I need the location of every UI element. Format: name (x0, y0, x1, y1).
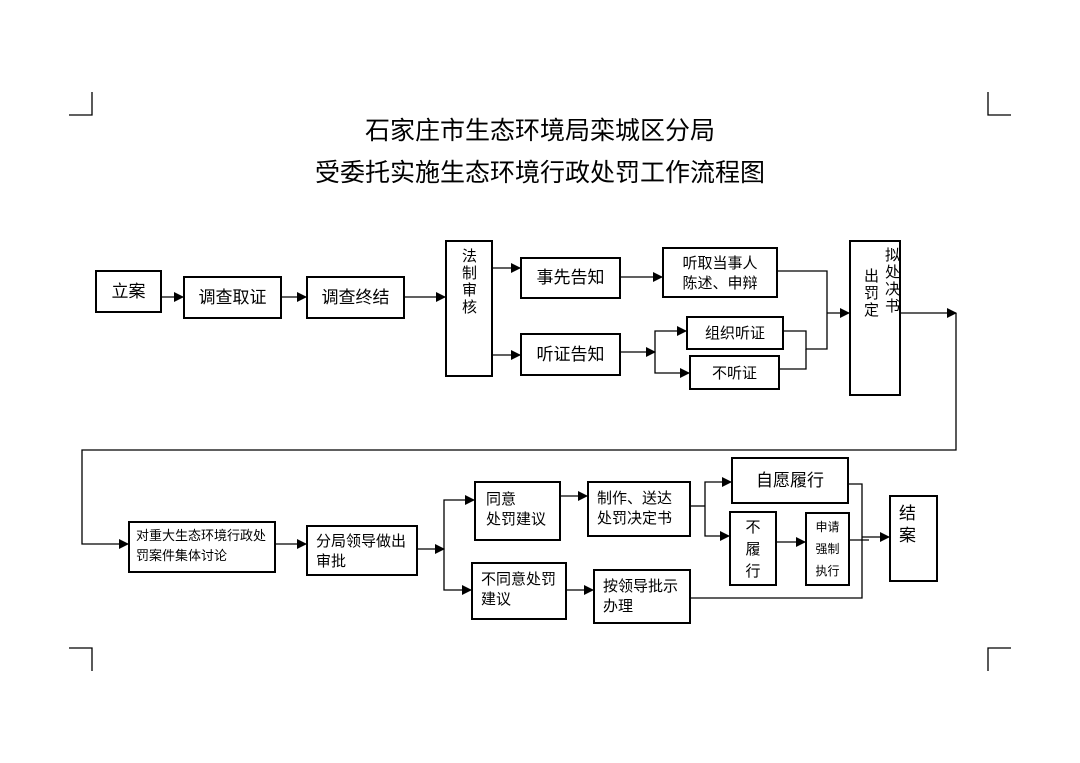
node-agree: 同意 处罚建议 (474, 481, 561, 541)
node-leader-approval: 分局领导做出 审批 (306, 525, 418, 576)
node-investigate: 调查取证 (183, 276, 282, 319)
legal-review-text: 法制审核 (460, 248, 478, 316)
node-legal-review: 法制审核 (445, 240, 493, 377)
title-line-1: 石家庄市生态环境局栾城区分局 (364, 116, 715, 145)
node-filing: 立案 (95, 270, 162, 313)
node-no-hearing: 不听证 (689, 355, 780, 390)
node-disagree: 不同意处罚 建议 (471, 562, 567, 620)
draft-penalty-col-2: 拟处决书 (883, 247, 901, 315)
node-per-instruction: 按领导批示 办理 (593, 569, 691, 624)
crop-mark-br (987, 647, 1011, 671)
node-listen: 听取当事人 陈述、申辩 (662, 247, 778, 298)
node-prior-notice: 事先告知 (520, 257, 621, 299)
draft-penalty-col-1: 出罚定 (862, 268, 880, 319)
node-apply-enforce: 申请 强制 执行 (805, 512, 850, 586)
node-make-deliver: 制作、送达 处罚决定书 (587, 481, 691, 537)
crop-mark-tl (69, 92, 93, 116)
title-line-2: 受委托实施生态环境行政处罚工作流程图 (314, 158, 765, 187)
node-investigation-end: 调查终结 (306, 276, 405, 319)
node-hearing-notice: 听证告知 (520, 333, 621, 376)
node-voluntary: 自愿履行 (731, 457, 849, 504)
node-close-case: 结 案 (889, 495, 938, 582)
node-draft-penalty: 出罚定 拟处决书 (849, 240, 901, 396)
node-collective-discussion: 对重大生态环境行政处 罚案件集体讨论 (128, 521, 276, 573)
node-not-perform: 不 履 行 (729, 511, 777, 586)
crop-mark-bl (69, 647, 93, 671)
node-organize-hearing: 组织听证 (686, 316, 784, 350)
crop-mark-tr (987, 92, 1011, 116)
